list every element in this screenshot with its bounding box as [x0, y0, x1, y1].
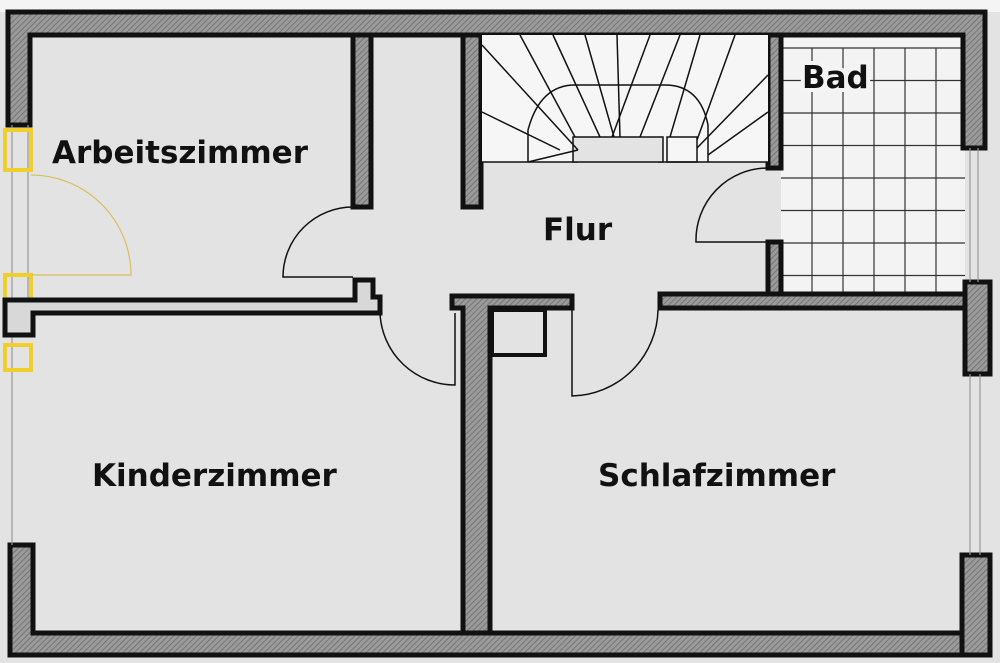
room-label-flur: Flur [543, 212, 613, 248]
stair-tread [552, 34, 601, 138]
stair-tread [616, 34, 621, 138]
room-label-arbeitszimmer: Arbeitszimmer [52, 135, 309, 171]
stair-tread [669, 34, 701, 138]
stair-tread [611, 34, 651, 138]
interior-walls [2, 32, 968, 636]
stair-tread [519, 34, 576, 138]
balcony-door-swing [30, 174, 132, 276]
stair-tread [481, 44, 579, 151]
room-label-kinderzimmer: Kinderzimmer [92, 458, 338, 494]
stair-tread [481, 111, 561, 151]
stair-tread [527, 149, 579, 163]
outside-top [0, 0, 1000, 12]
room-label-schlafzimmer: Schlafzimmer [598, 458, 836, 494]
room-label-bad: Bad [802, 60, 869, 96]
balcony-door-frames [3, 128, 33, 372]
stair-tread [696, 74, 769, 149]
stair-tread [584, 34, 615, 138]
closet [490, 308, 547, 357]
stair-tread [707, 111, 769, 156]
staircase [481, 34, 769, 163]
bad-tile-grid [781, 35, 965, 294]
door-swings [282, 167, 769, 397]
stair-tread [696, 34, 736, 141]
stair-tread [639, 34, 681, 138]
